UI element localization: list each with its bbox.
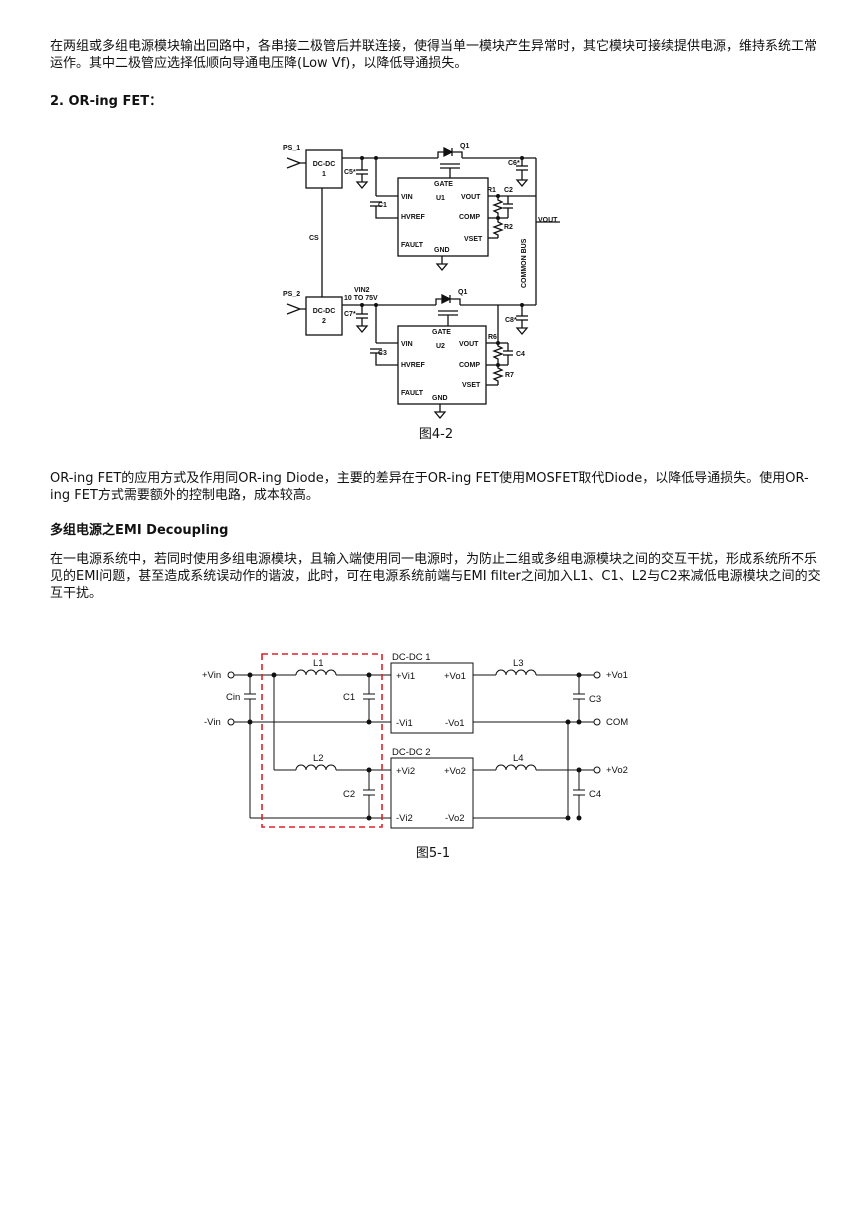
label-u2: U2 [436, 343, 445, 350]
label-l3: L3 [513, 658, 524, 669]
label-hvref2: HVREF [401, 362, 425, 369]
intro-paragraph: 在两组或多组电源模块输出回路中，各串接二极管后并联连接，使得当单一模块产生异常时… [50, 39, 818, 71]
oring-paragraph: OR-ing FET的应用方式及作用同OR-ing Diode，主要的差异在于O… [50, 471, 809, 503]
label-r7: R7 [505, 372, 514, 379]
label-vout2: VOUT [459, 341, 479, 348]
figure-caption-4-2: 图4-2 [418, 427, 454, 442]
label-vo1-pos: +Vo1 [444, 671, 466, 682]
label-r2: R2 [504, 224, 513, 231]
label-c8: C8* [505, 317, 517, 324]
label-l2: L2 [313, 753, 324, 764]
label-vo2-pos: +Vo2 [444, 766, 466, 777]
label-out-com: COM [606, 717, 628, 728]
label-dcdc1-num: 1 [322, 171, 326, 178]
label-common-bus: COMMON BUS [521, 238, 528, 288]
label-dcdc1: DC-DC [313, 161, 336, 168]
label-vin2: VIN2 [354, 287, 370, 294]
label-vo1-neg: -Vo1 [445, 718, 465, 729]
filter-boundary-box [261, 653, 383, 828]
label-vi1-neg: -Vi1 [396, 718, 413, 729]
label-c6: C6* [508, 160, 520, 167]
figure-caption-5-1: 图5-1 [415, 846, 451, 861]
label-dcdc2-num: 2 [322, 318, 326, 325]
label-vin-pos: +Vin [202, 670, 221, 681]
label-c1: C1 [343, 692, 355, 703]
label-q1-bottom: Q1 [458, 289, 467, 296]
label-comp1: COMP [459, 214, 480, 221]
label-gate2: GATE [432, 329, 451, 336]
label-ps2: PS_2 [283, 291, 300, 298]
label-vset2: VSET [462, 382, 481, 389]
label-l1: L1 [313, 658, 324, 669]
label-vo2-neg: -Vo2 [445, 813, 465, 824]
label-vout-bus: VOUT [538, 217, 558, 224]
label-out-vo2: +Vo2 [606, 765, 628, 776]
section-heading-emi: 多组电源之EMI Decoupling [50, 523, 229, 538]
label-c4: C4 [516, 351, 525, 358]
label-c2: C2 [343, 789, 355, 800]
label-cs: CS [309, 235, 319, 242]
label-l4: L4 [513, 753, 524, 764]
label-c1: C1 [378, 202, 387, 209]
label-vin1: VIN [401, 194, 413, 201]
label-vin-neg: -Vin [204, 717, 221, 728]
label-vi1-pos: +Vi1 [396, 671, 415, 682]
label-dcdc1: DC-DC 1 [392, 652, 431, 663]
label-r1: R1 [487, 187, 496, 194]
label-c3: C3 [589, 694, 601, 705]
label-r6: R6 [488, 334, 497, 341]
label-vin2-range: 10 TO 75V [344, 295, 378, 302]
label-cin: Cin [226, 692, 240, 703]
label-dcdc2: DC-DC [313, 308, 336, 315]
label-gnd1: GND [434, 247, 450, 254]
label-gate1: GATE [434, 181, 453, 188]
label-u1: U1 [436, 195, 445, 202]
label-c3: C3 [378, 350, 387, 357]
emi-paragraph: 在一电源系统中，若同时使用多组电源模块，且输入端使用同一电源时，为防止二组或多组… [50, 552, 821, 601]
label-comp2: COMP [459, 362, 480, 369]
label-ps1: PS_1 [283, 145, 300, 152]
label-q1-top: Q1 [460, 143, 469, 150]
label-c4: C4 [589, 789, 601, 800]
label-c7: C7* [344, 311, 356, 318]
label-gnd2: GND [432, 395, 448, 402]
label-vi2-neg: -Vi2 [396, 813, 413, 824]
label-vin2-pin: VIN [401, 341, 413, 348]
label-fault1: FAULT [401, 242, 424, 249]
label-out-vo1: +Vo1 [606, 670, 628, 681]
section-heading-oring-fet: 2. OR-ing FET： [50, 94, 163, 109]
label-dcdc2: DC-DC 2 [392, 747, 431, 758]
label-hvref1: HVREF [401, 214, 425, 221]
label-fault2: FAULT [401, 390, 424, 397]
label-c5: C5* [344, 169, 356, 176]
label-c2: C2 [504, 187, 513, 194]
label-vout1: VOUT [461, 194, 481, 201]
label-vi2-pos: +Vi2 [396, 766, 415, 777]
label-vset1: VSET [464, 236, 483, 243]
